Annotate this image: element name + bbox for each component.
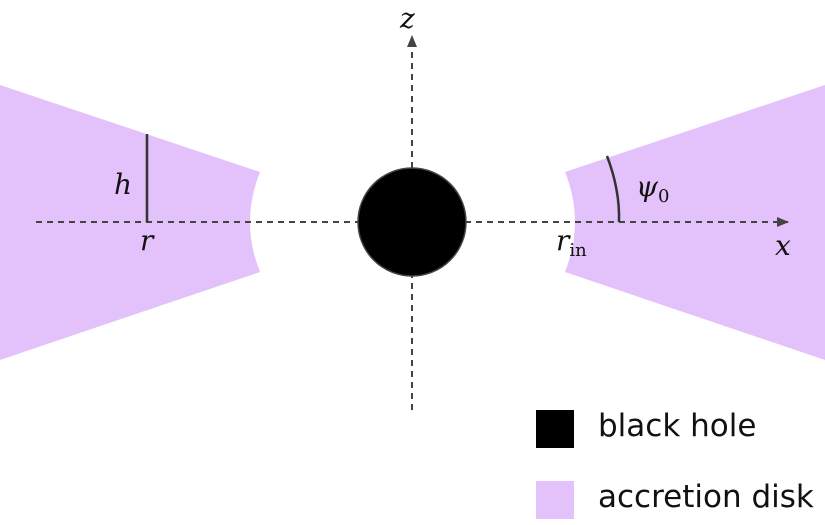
z-axis-label: z <box>399 2 415 35</box>
black-hole <box>357 167 467 277</box>
inner-radius-label: rin <box>556 224 587 261</box>
height-label: h <box>114 168 132 201</box>
opening-angle-symbol: ψ <box>636 170 659 203</box>
radius-label: r <box>140 224 155 257</box>
legend: black hole accretion disk <box>536 408 814 519</box>
x-axis-label: x <box>775 229 791 262</box>
inner-radius-symbol: r <box>556 224 571 257</box>
legend-swatch-accretion-disk <box>536 481 574 519</box>
opening-angle-arc <box>605 155 621 223</box>
accretion-disk-right <box>565 85 825 360</box>
inner-radius-subscript: in <box>569 240 587 261</box>
opening-angle-subscript: 0 <box>658 186 669 207</box>
legend-label-accretion-disk: accretion disk <box>598 479 814 515</box>
opening-angle-label: ψ0 <box>636 170 669 207</box>
legend-label-black-hole: black hole <box>598 408 756 444</box>
legend-swatch-black-hole <box>536 410 574 448</box>
